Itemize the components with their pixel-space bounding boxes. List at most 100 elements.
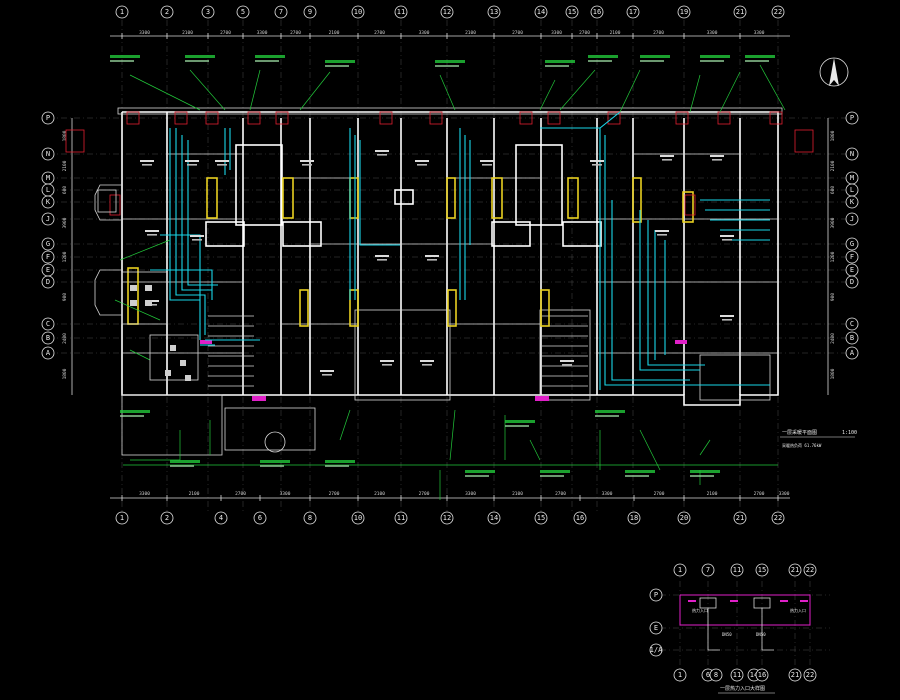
porch-steps [97, 189, 117, 213]
structural-column [682, 191, 694, 223]
room-label [322, 374, 332, 376]
structural-column [567, 177, 579, 219]
axis-label-right: K [850, 198, 855, 206]
leader-line [129, 349, 151, 361]
leader-line [619, 69, 641, 113]
axis-label-left: D [46, 278, 50, 286]
dimension-text-top: 2100 [182, 30, 193, 36]
axis-bubble-top [626, 5, 640, 19]
dimension-text-right: 600 [830, 186, 836, 194]
axis-bubble-right [845, 275, 859, 289]
axis-label-bottom: 22 [774, 514, 782, 522]
restroom-left-2 [149, 334, 199, 381]
annotation-note [255, 60, 279, 62]
room-label [562, 364, 572, 366]
leader-line [439, 74, 456, 111]
axis-bubble-left [41, 331, 55, 345]
dimension-text-bottom: 3300 [779, 491, 790, 497]
axis-bubble-bottom [394, 511, 408, 525]
axis-bubble-bottom [214, 511, 228, 525]
axis-bubble-top [236, 5, 250, 19]
structural-column [447, 289, 457, 327]
annotation-note [260, 465, 284, 467]
heating-pipe [150, 269, 213, 300]
axis-label-bottom: 12 [443, 514, 451, 522]
axis-bubble-left [41, 237, 55, 251]
dimension-text-top: 2700 [374, 30, 385, 36]
axis-label-left: N [46, 150, 50, 158]
legend-axis-label-bottom: 11 [733, 671, 741, 679]
room-label [420, 360, 434, 362]
heating-pipe [647, 220, 705, 366]
legend-axis-label-bottom: 6 [706, 671, 710, 679]
annotation-note [625, 475, 649, 477]
legend-axis-label-top: 7 [706, 566, 710, 574]
dimension-text-bottom: 2100 [707, 491, 718, 497]
center-lobby [354, 309, 451, 401]
legend-label-4: 热力入口 [790, 607, 806, 613]
axis-label-left: L [46, 186, 50, 194]
room-label [375, 255, 389, 257]
heating-pipe [169, 128, 201, 340]
annotation-note [595, 415, 619, 417]
axis-label-top: 11 [397, 8, 405, 16]
axis-label-right: B [850, 334, 854, 342]
annotation-note [325, 65, 349, 67]
fixture [130, 300, 137, 306]
radiator-top [607, 111, 621, 125]
radiator-top [547, 111, 561, 125]
magenta-marker [535, 396, 549, 401]
legend-axis-label-bottom: 8 [714, 671, 718, 679]
structural-column [206, 177, 218, 219]
structural-column [632, 177, 642, 223]
room-label [712, 159, 722, 161]
axis-label-right: G [850, 240, 854, 248]
radiator-top [205, 111, 219, 125]
axis-bubble-right [845, 237, 859, 251]
room-label [720, 315, 734, 317]
legend-axis-bottom [755, 668, 769, 682]
dimension-text-bottom: 2700 [754, 491, 765, 497]
axis-label-top: 19 [680, 8, 688, 16]
legend-pipe-a [707, 608, 720, 651]
axis-label-right: P [850, 114, 854, 122]
room-label [662, 159, 672, 161]
room-label [722, 319, 732, 321]
axis-bubble-left [41, 195, 55, 209]
magenta-marker [252, 396, 266, 401]
axis-bubble-top [394, 5, 408, 19]
legend-pipe-b [761, 608, 774, 651]
dimension-text-left: 2100 [62, 160, 68, 171]
axis-label-bottom: 15 [537, 514, 545, 522]
plan-note: 采暖热负荷 61.76kW [782, 442, 822, 448]
axis-bubble-bottom [677, 511, 691, 525]
axis-label-left: P [46, 114, 50, 122]
axis-bubble-top [440, 5, 454, 19]
room-label [380, 360, 394, 362]
room-label [190, 235, 204, 237]
axis-label-bottom: 10 [354, 514, 362, 522]
legend-axis-label-bottom: 22 [806, 671, 814, 679]
legend-axis-bottom [709, 668, 723, 682]
leader-line [449, 409, 456, 461]
annotation-note [110, 60, 134, 62]
axis-bubble-right [845, 195, 859, 209]
axis-label-left: K [46, 198, 51, 206]
radiator-top [429, 111, 443, 125]
axis-bubble-top [351, 5, 365, 19]
structural-column [491, 177, 503, 219]
room-label [300, 160, 314, 162]
leader-line [719, 71, 741, 113]
axis-label-top: 15 [568, 8, 576, 16]
dimension-text-top: 2700 [290, 30, 301, 36]
legend-axis-left [649, 588, 663, 602]
annotation-note [640, 60, 664, 62]
axis-label-left: B [46, 334, 50, 342]
legend-axis-top [730, 563, 744, 577]
room-label [657, 234, 667, 236]
axis-bubble-bottom [487, 511, 501, 525]
axis-label-left: G [46, 240, 50, 248]
dimension-text-right: 1200 [830, 251, 836, 262]
legend-axis-top [788, 563, 802, 577]
